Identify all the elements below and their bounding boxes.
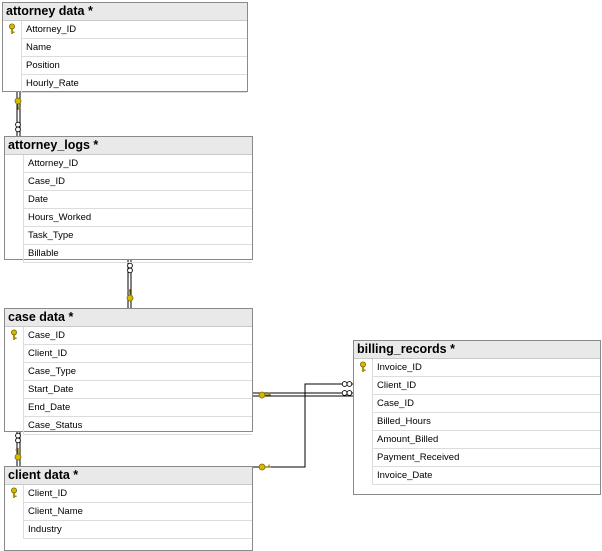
column-case-id[interactable]: Case_ID bbox=[372, 395, 600, 413]
column-client-name[interactable]: Client_Name bbox=[23, 503, 252, 521]
table-case-data[interactable]: case data * Case_ID Client_ID Case_Type … bbox=[4, 308, 253, 435]
primary-key-end-icon bbox=[14, 448, 22, 461]
column-hourly-rate[interactable]: Hourly_Rate bbox=[21, 75, 247, 93]
primary-key-end-icon bbox=[258, 391, 271, 399]
primary-key-end-icon bbox=[258, 463, 271, 471]
column-date[interactable]: Date bbox=[23, 191, 252, 209]
table-title: client data * bbox=[5, 467, 252, 485]
column-billable[interactable]: Billable bbox=[23, 245, 252, 263]
relationship-line-client-billing bbox=[253, 383, 353, 468]
column-name[interactable]: Name bbox=[21, 39, 247, 57]
table-attorney-logs[interactable]: attorney_logs * Attorney_ID Case_ID Date… bbox=[4, 136, 253, 263]
table-title: billing_records * bbox=[354, 341, 600, 359]
primary-key-end-icon bbox=[14, 97, 22, 110]
infinity-end-icon bbox=[127, 262, 133, 274]
column-payment-received[interactable]: Payment_Received bbox=[372, 449, 600, 467]
column-client-id[interactable]: Client_ID bbox=[11, 485, 252, 503]
column-industry[interactable]: Industry bbox=[23, 521, 252, 539]
column-attorney-id[interactable]: Attorney_ID bbox=[9, 21, 247, 39]
relationship-line-case-billing bbox=[253, 392, 353, 397]
column-start-date[interactable]: Start_Date bbox=[23, 381, 252, 399]
column-invoice-id[interactable]: Invoice_ID bbox=[360, 359, 600, 377]
column-case-status[interactable]: Case_Status bbox=[23, 417, 252, 435]
primary-key-icon bbox=[8, 329, 20, 341]
primary-key-end-icon bbox=[126, 289, 134, 302]
infinity-end-icon bbox=[341, 390, 353, 396]
column-task-type[interactable]: Task_Type bbox=[23, 227, 252, 245]
column-case-id[interactable]: Case_ID bbox=[23, 173, 252, 191]
infinity-end-icon bbox=[15, 432, 21, 444]
primary-key-icon bbox=[6, 23, 18, 35]
column-case-id[interactable]: Case_ID bbox=[11, 327, 252, 345]
column-client-id[interactable]: Client_ID bbox=[23, 345, 252, 363]
infinity-end-icon bbox=[341, 381, 353, 387]
primary-key-icon bbox=[8, 487, 20, 499]
table-title: case data * bbox=[5, 309, 252, 327]
column-position[interactable]: Position bbox=[21, 57, 247, 75]
column-attorney-id[interactable]: Attorney_ID bbox=[23, 155, 252, 173]
primary-key-icon bbox=[357, 361, 369, 373]
table-title: attorney_logs * bbox=[5, 137, 252, 155]
column-end-date[interactable]: End_Date bbox=[23, 399, 252, 417]
column-client-id[interactable]: Client_ID bbox=[372, 377, 600, 395]
table-billing-records[interactable]: billing_records * Invoice_ID Client_ID C… bbox=[353, 340, 601, 495]
column-billed-hours[interactable]: Billed_Hours bbox=[372, 413, 600, 431]
column-hours-worked[interactable]: Hours_Worked bbox=[23, 209, 252, 227]
column-case-type[interactable]: Case_Type bbox=[23, 363, 252, 381]
table-title: attorney data * bbox=[3, 3, 247, 21]
table-client-data[interactable]: client data * Client_ID Client_Name Indu… bbox=[4, 466, 253, 551]
infinity-end-icon bbox=[15, 121, 21, 133]
column-invoice-date[interactable]: Invoice_Date bbox=[372, 467, 600, 485]
column-amount-billed[interactable]: Amount_Billed bbox=[372, 431, 600, 449]
table-attorney-data[interactable]: attorney data * Attorney_ID Name Positio… bbox=[2, 2, 248, 93]
